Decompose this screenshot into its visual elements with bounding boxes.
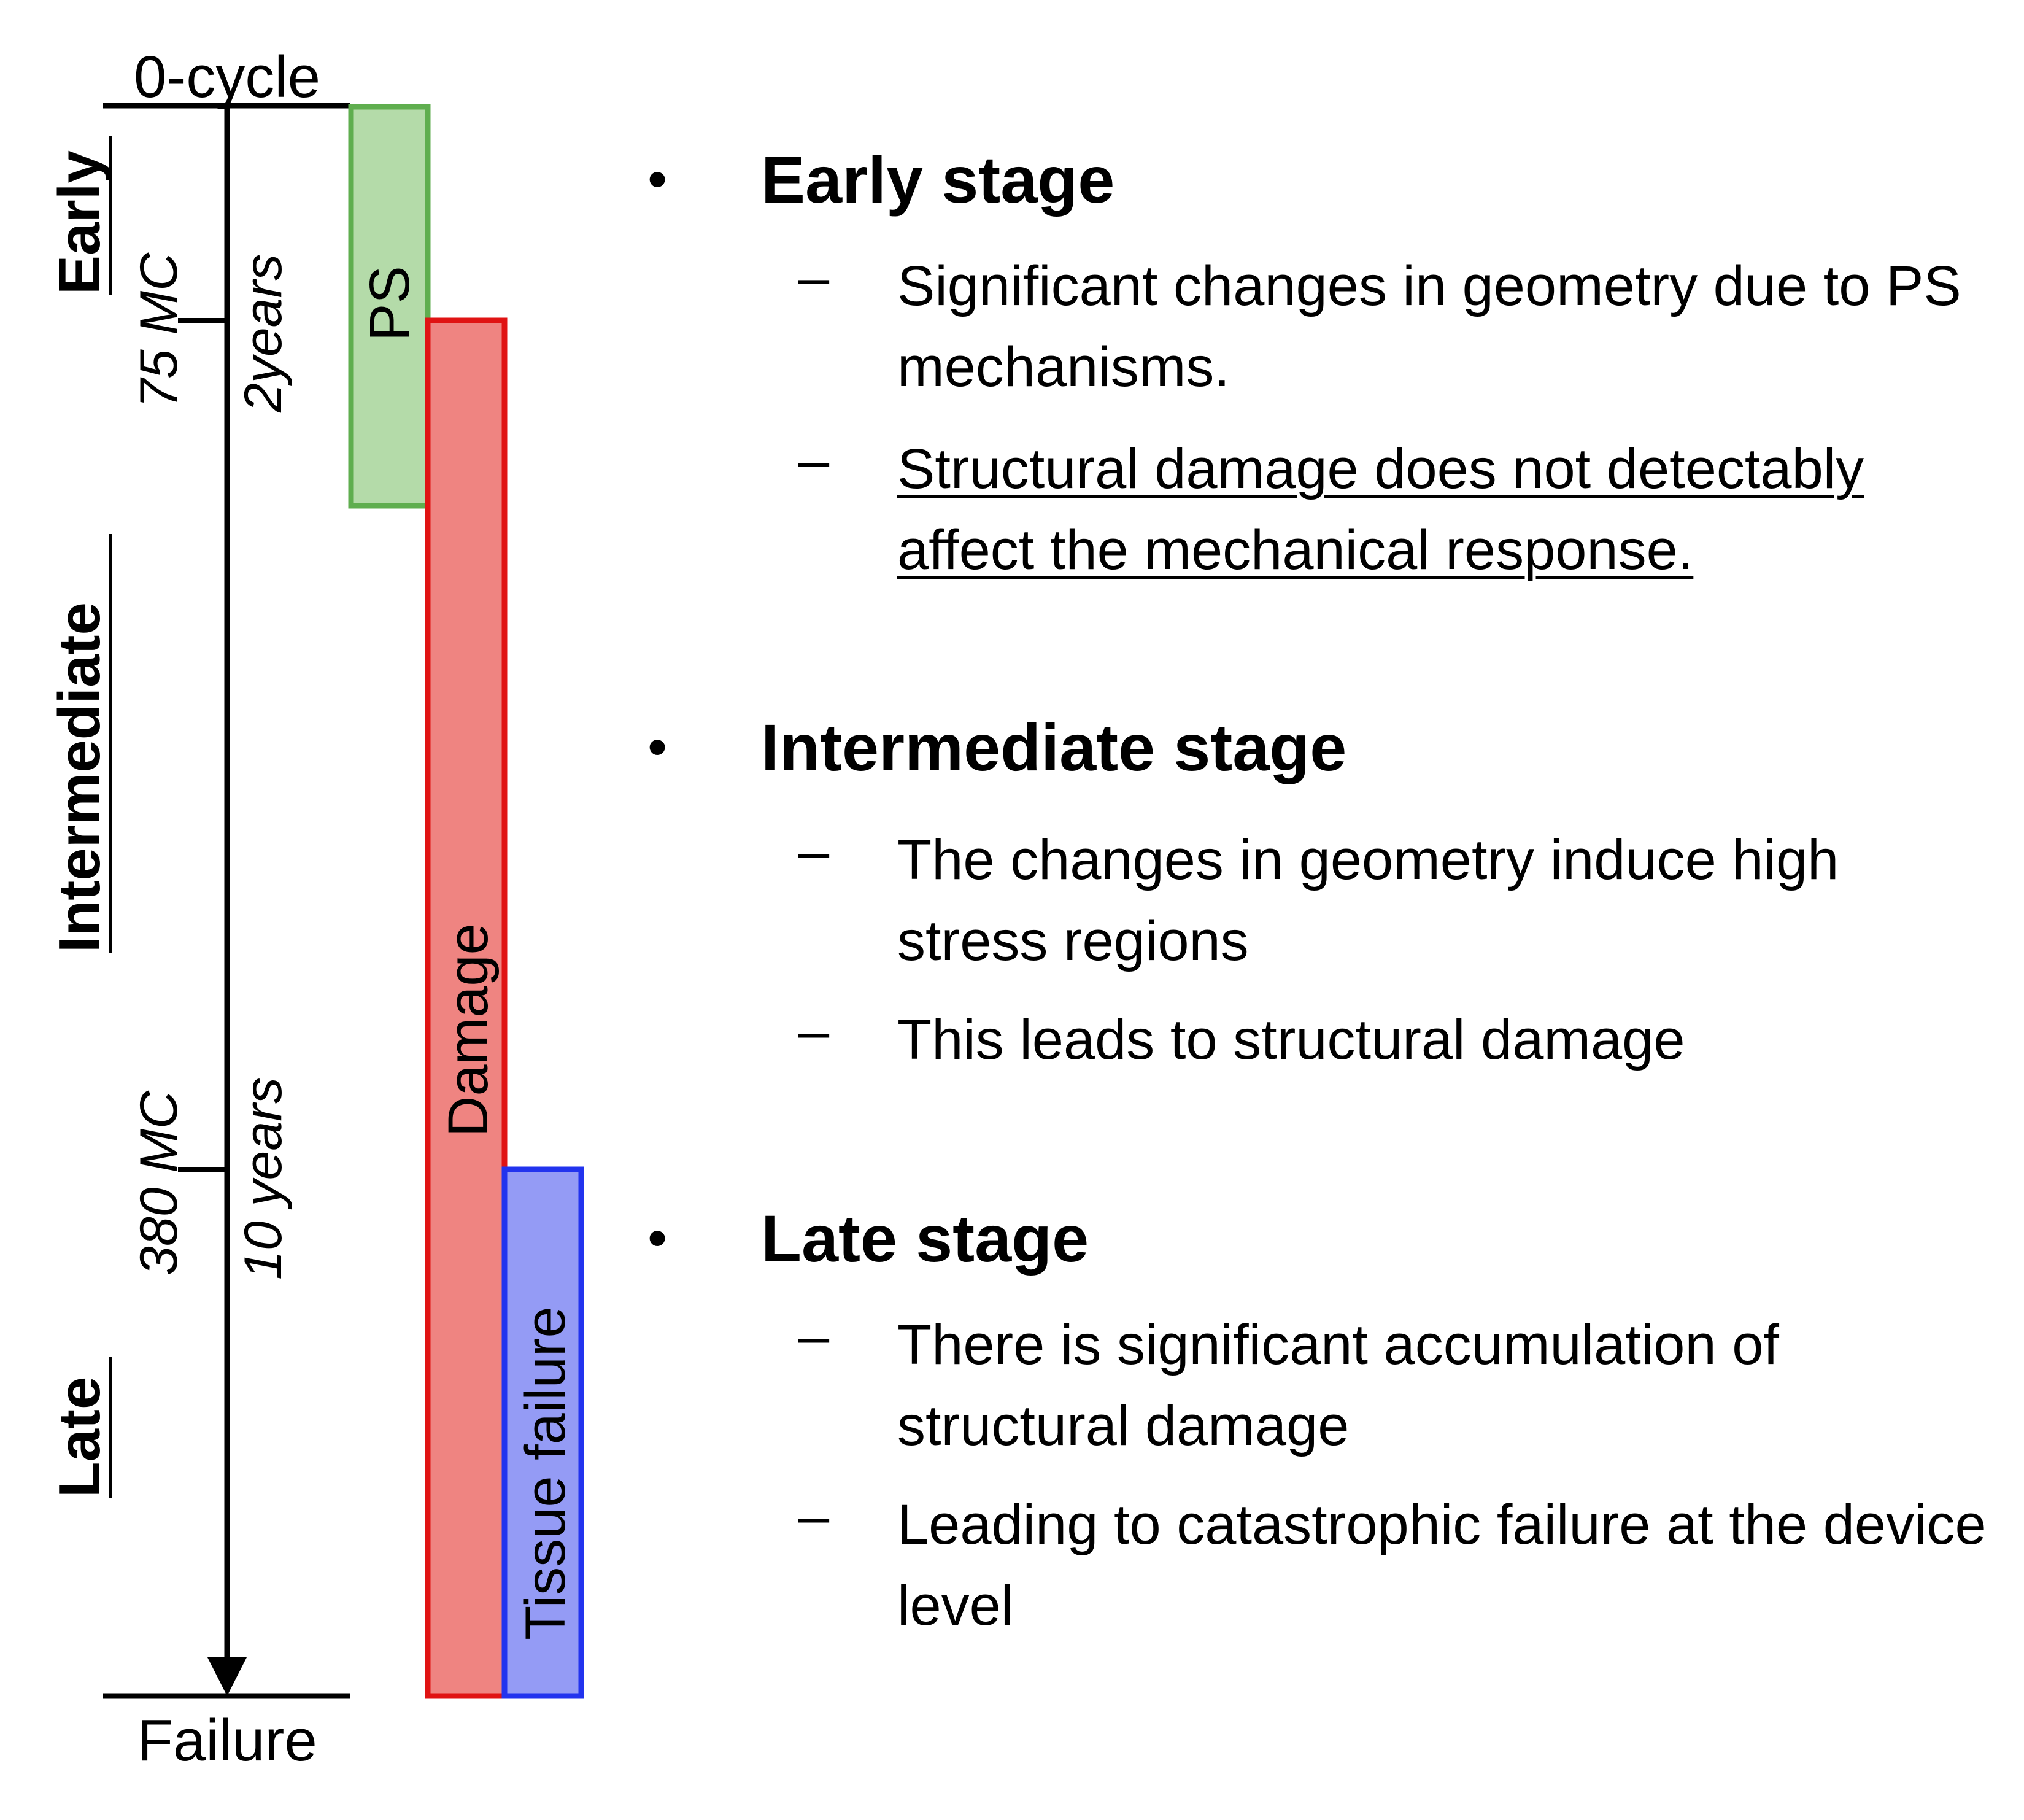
phase-bar-tissue-failure xyxy=(501,1166,584,1699)
dash-early-1: – xyxy=(798,246,830,309)
bullet-intermediate: • xyxy=(647,716,668,778)
item-early-1: Significant changes in geometry due to P… xyxy=(897,255,1961,398)
stage-label-early: Early xyxy=(47,150,112,295)
stage-label-late: Late xyxy=(47,1377,112,1498)
start-label: 0-cycle xyxy=(134,44,320,110)
item-early-2: Structural damage does not detectably af… xyxy=(897,438,1864,581)
dash-intermediate-1: – xyxy=(798,820,830,883)
item-late-2: Leading to catastrophic failure at the d… xyxy=(897,1493,1987,1637)
stage-label-intermediate: Intermediate xyxy=(47,602,112,953)
item-late-1: There is significant accumulation of str… xyxy=(897,1314,1779,1457)
dash-intermediate-2: – xyxy=(798,1000,830,1063)
phase-label-ps: PS xyxy=(358,266,421,341)
timeline-arrowhead xyxy=(207,1657,247,1696)
end-label: Failure xyxy=(137,1708,317,1773)
tick-label-2years: 2years xyxy=(234,254,293,413)
item-intermediate-1: The changes in geometry induce high stre… xyxy=(897,829,1839,972)
bullet-early: • xyxy=(647,148,668,211)
heading-early: Early stage xyxy=(761,142,1115,217)
heading-intermediate: Intermediate stage xyxy=(761,710,1347,784)
timeline-diagram: 0-cycle Failure Early Intermediate Late … xyxy=(47,44,584,1773)
item-intermediate-2: This leads to structural damage xyxy=(897,1009,1685,1071)
phase-label-tissue-failure: Tissue failure xyxy=(514,1306,577,1640)
dash-early-2: – xyxy=(798,429,830,492)
phase-label-damage: Damage xyxy=(437,923,500,1137)
phase-bar-ps xyxy=(348,104,431,509)
bullet-late: • xyxy=(647,1207,668,1269)
dash-late-2: – xyxy=(798,1485,830,1547)
dash-late-1: – xyxy=(798,1305,830,1368)
tick-label-75mc: 75 MC xyxy=(129,252,188,408)
tick-label-380mc: 380 MC xyxy=(129,1090,188,1276)
phase-bar-damage xyxy=(425,317,508,1699)
tick-label-10years: 10 years xyxy=(234,1077,293,1280)
heading-late: Late stage xyxy=(761,1201,1089,1276)
